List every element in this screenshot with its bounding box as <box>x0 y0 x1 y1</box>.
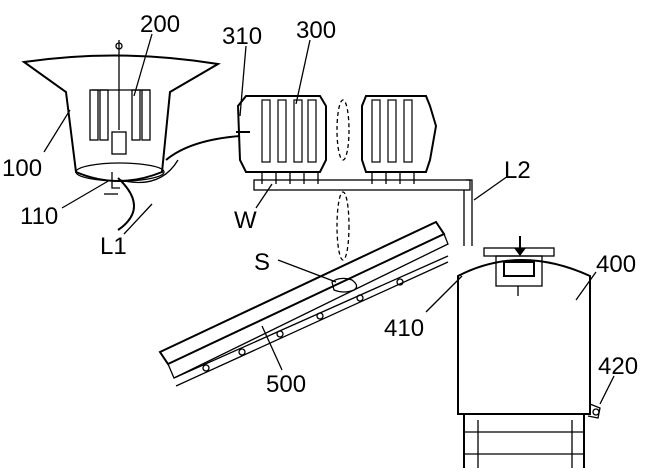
label-hopper-outlet: 110 <box>20 203 58 230</box>
line-l1 <box>117 135 241 231</box>
label-dryer: 300 <box>296 17 336 44</box>
drop-path <box>336 191 350 261</box>
label-sample: S <box>254 249 270 276</box>
label-line-2: L2 <box>504 157 531 184</box>
label-dryer-inlet: 310 <box>222 23 262 50</box>
label-hopper: 100 <box>2 155 42 182</box>
label-tank-inlet: 410 <box>384 315 424 342</box>
conveyor <box>158 220 449 387</box>
hopper <box>21 40 221 195</box>
label-stirrer: 200 <box>140 11 180 38</box>
label-tank-valve: 420 <box>598 353 638 380</box>
leader-lines <box>43 33 615 405</box>
stirrer <box>89 40 151 155</box>
label-conveyor: 500 <box>266 371 306 398</box>
tank <box>457 236 601 468</box>
line-l2 <box>463 179 473 246</box>
label-water: W <box>234 207 257 234</box>
dryer <box>236 95 471 191</box>
label-tank: 400 <box>596 251 636 278</box>
label-line-1: L1 <box>100 233 127 260</box>
